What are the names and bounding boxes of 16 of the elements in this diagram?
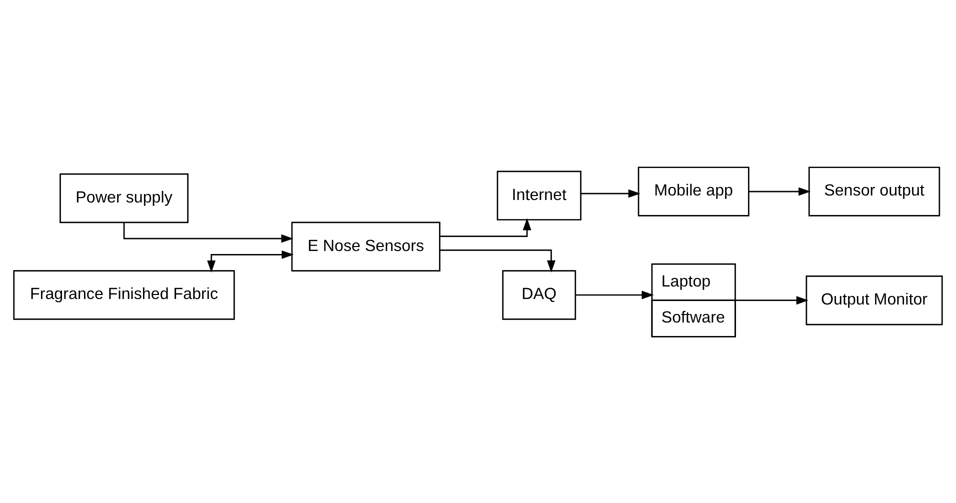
- node-box: DAQ: [502, 270, 576, 320]
- arrow: [576, 290, 654, 299]
- arrow: [440, 249, 556, 272]
- node-box: Fragrance Finished Fabric: [13, 270, 235, 320]
- node-box: Power supply: [60, 172, 189, 223]
- arrow: [440, 218, 532, 236]
- node-box: E Nose Sensors: [291, 221, 440, 271]
- arrow: [207, 250, 294, 272]
- arrow: [580, 188, 640, 198]
- node-box: Sensor output: [808, 166, 940, 216]
- arrow: [123, 222, 294, 242]
- node-box: Internet: [496, 170, 582, 220]
- arrow: [748, 186, 811, 196]
- arrow: [736, 296, 808, 304]
- node-box: Output Monitor: [806, 275, 943, 325]
- node-box: Mobile app: [638, 166, 750, 216]
